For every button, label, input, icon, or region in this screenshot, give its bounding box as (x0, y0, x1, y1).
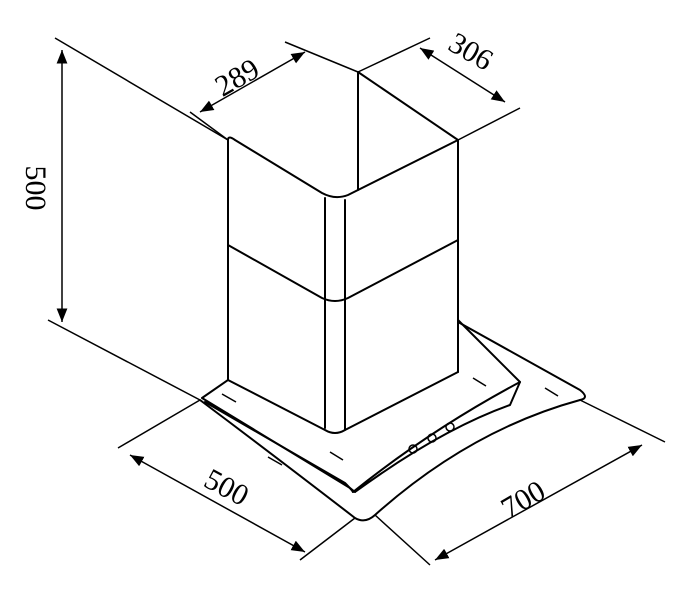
control-buttons (408, 422, 455, 454)
chimney-width-label: 289 (210, 52, 265, 103)
dash-marks (221, 377, 559, 466)
hood-width-label: 700 (496, 474, 551, 525)
canopy-hood (199, 319, 586, 522)
hood-depth-label: 500 (199, 462, 254, 512)
control-button (408, 444, 418, 454)
control-button (445, 422, 455, 432)
extension-lines (47, 37, 666, 566)
dimension-arrows (56, 47, 643, 561)
height-dimension-label: 500 (19, 166, 52, 211)
control-button (427, 433, 437, 443)
chimney-depth-label: 306 (443, 26, 498, 77)
chimney (227, 71, 459, 434)
